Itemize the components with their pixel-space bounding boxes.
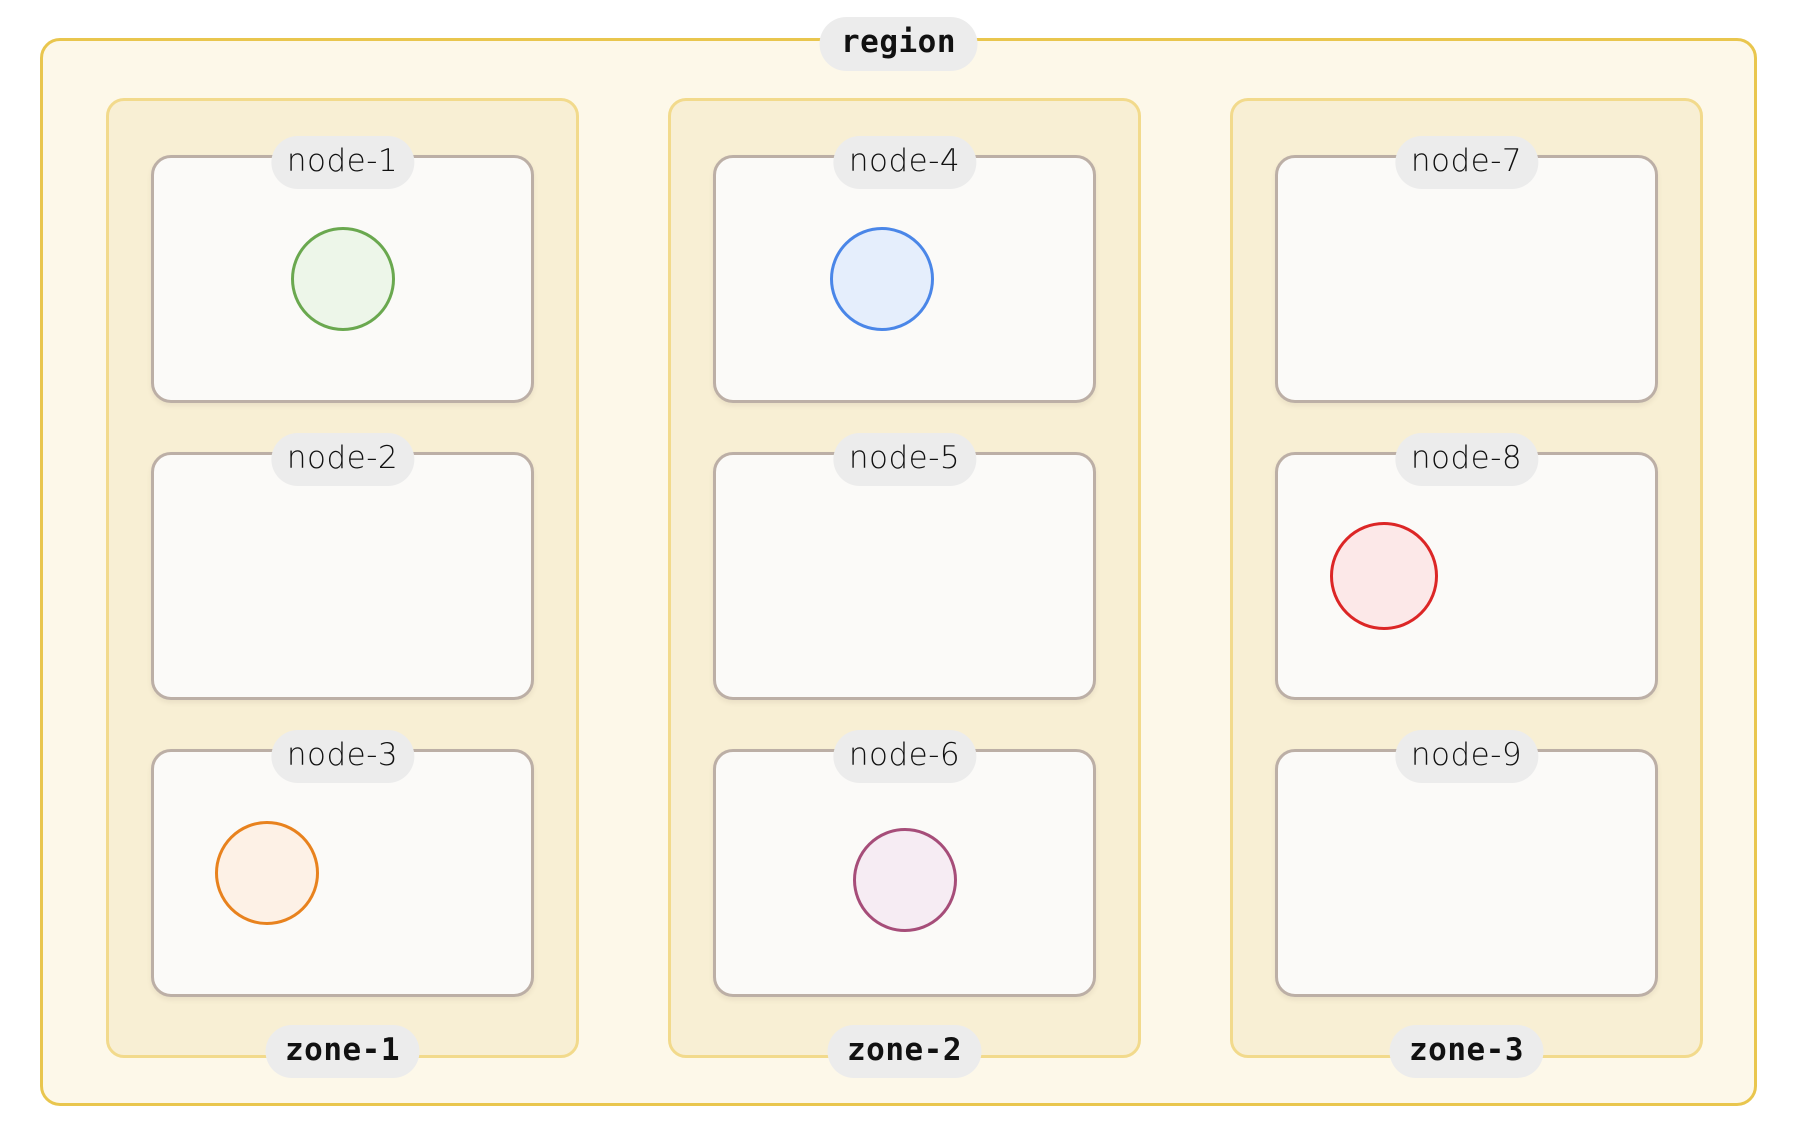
zone-container-1[interactable]: node-1 node-2 node-3 zone-1	[106, 98, 579, 1078]
zone-container-3[interactable]: node-7 node-8 node-9 zone-3	[1230, 98, 1703, 1078]
zones-row: node-1 node-2 node-3 zone-1 node-4	[106, 98, 1703, 1078]
zone-label-2: zone-2	[827, 1025, 982, 1078]
node-circle-1	[290, 227, 395, 331]
zone-label-1: zone-1	[265, 1025, 420, 1078]
region-container[interactable]: region node-1 node-2 node-3 zone-1	[40, 17, 1757, 1106]
node-label-6: node-6	[832, 730, 977, 783]
node-box-1[interactable]: node-1	[151, 136, 534, 403]
node-label-5: node-5	[832, 433, 977, 486]
node-box-2[interactable]: node-2	[151, 433, 534, 700]
node-label-4: node-4	[832, 136, 977, 189]
node-label-2: node-2	[270, 433, 415, 486]
node-box-6[interactable]: node-6	[713, 730, 1096, 997]
node-box-4[interactable]: node-4	[713, 136, 1096, 403]
zone-container-2[interactable]: node-4 node-5 node-6 zone-2	[668, 98, 1141, 1078]
node-box-8[interactable]: node-8	[1275, 433, 1658, 700]
node-label-8: node-8	[1394, 433, 1539, 486]
node-label-3: node-3	[270, 730, 415, 783]
node-box-3[interactable]: node-3	[151, 730, 534, 997]
region-label: region	[819, 17, 978, 71]
node-circle-3	[215, 821, 320, 925]
node-circle-4	[829, 227, 934, 331]
node-box-5[interactable]: node-5	[713, 433, 1096, 700]
node-label-1: node-1	[270, 136, 415, 189]
node-box-7[interactable]: node-7	[1275, 136, 1658, 403]
node-label-9: node-9	[1394, 730, 1539, 783]
zone-label-3: zone-3	[1389, 1025, 1544, 1078]
node-label-7: node-7	[1394, 136, 1539, 189]
node-box-9[interactable]: node-9	[1275, 730, 1658, 997]
node-circle-6	[852, 828, 957, 933]
node-circle-8	[1329, 522, 1438, 630]
